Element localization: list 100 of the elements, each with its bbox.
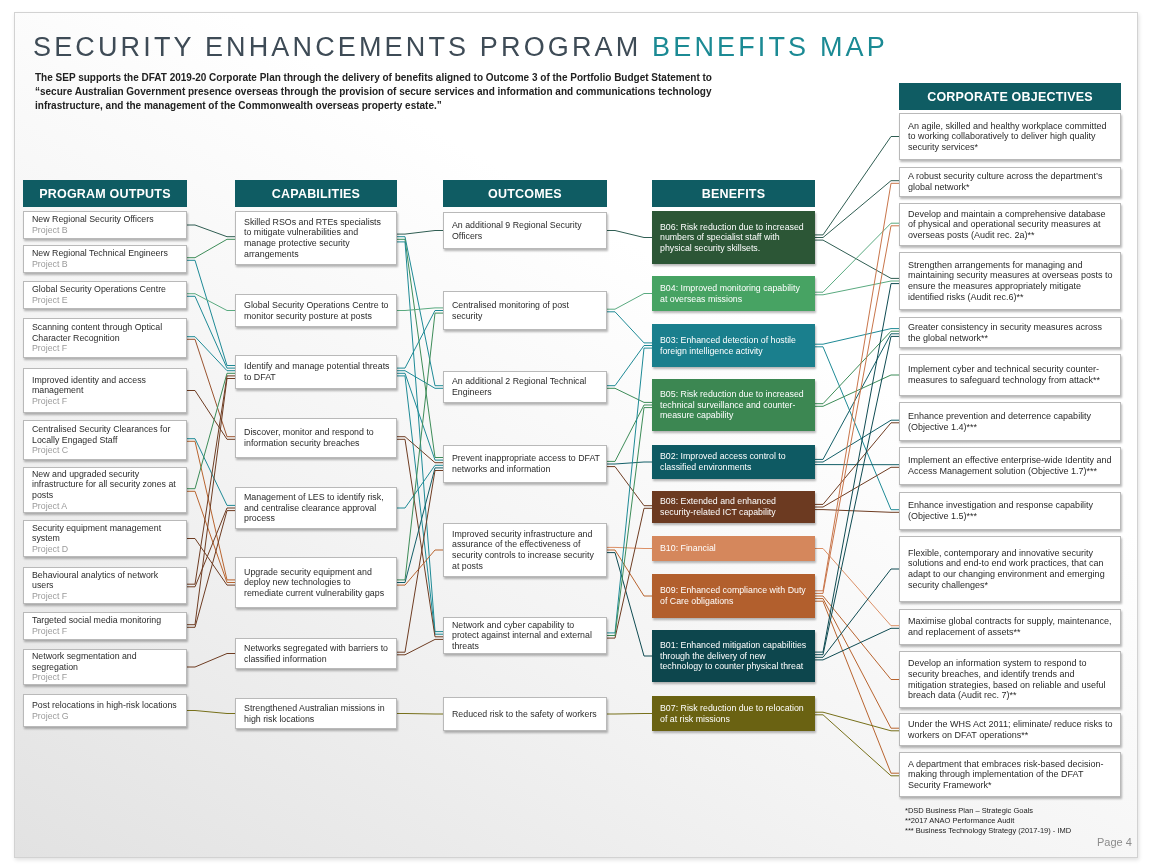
outcome-box bbox=[443, 617, 607, 654]
connector-line bbox=[396, 713, 444, 715]
project-label: Project B bbox=[32, 259, 68, 270]
benefit-text: B04: Improved monitoring capability at overseas missions bbox=[660, 282, 801, 305]
connector-line bbox=[186, 378, 236, 626]
output-title: Global Security Operations Centre bbox=[32, 284, 166, 295]
connector-line bbox=[186, 259, 236, 366]
output-box bbox=[23, 567, 187, 604]
connector-line bbox=[396, 312, 444, 581]
capability-box bbox=[235, 698, 397, 729]
objective-box bbox=[899, 713, 1121, 746]
objective-text: Maximise global contracts for supply, maintenance, and replacement of assets** bbox=[908, 616, 1113, 638]
connector-line bbox=[814, 346, 900, 511]
connector-line bbox=[186, 510, 236, 628]
project-label: Project B bbox=[32, 225, 68, 236]
output-box bbox=[23, 612, 187, 640]
project-label: Project D bbox=[32, 543, 69, 555]
connector-line bbox=[186, 293, 236, 311]
connector-line bbox=[606, 546, 653, 549]
connector-line bbox=[186, 507, 236, 588]
connector-line bbox=[606, 407, 653, 636]
objective-text: A robust security culture across the department’s global network* bbox=[908, 171, 1104, 193]
capability-box bbox=[235, 355, 397, 389]
capability-box bbox=[235, 487, 397, 529]
connector-line bbox=[396, 470, 444, 653]
benefit-text: B02: Improved access control to classified environments bbox=[660, 451, 787, 473]
connector-line bbox=[396, 307, 444, 311]
outcome-text: An additional 2 Regional Technical Engineers bbox=[452, 376, 588, 398]
connector-line bbox=[396, 310, 444, 369]
capability-text: Networks segregated with barriers to classified information bbox=[244, 642, 390, 665]
output-title: Centralised Security Clearances for Locally Engaged Staff bbox=[32, 424, 172, 446]
connector-line bbox=[606, 347, 653, 634]
connector-line bbox=[814, 222, 900, 293]
connector-line bbox=[186, 375, 236, 585]
connector-line bbox=[606, 549, 653, 597]
project-label: Project F bbox=[32, 590, 68, 602]
connector-line bbox=[396, 464, 444, 509]
output-title: Targeted social media monitoring bbox=[32, 615, 162, 626]
benefit-box bbox=[652, 324, 815, 367]
connector-line bbox=[814, 239, 900, 279]
capability-text: Management of LES to identify risk, and centralise clearance approval process bbox=[244, 492, 385, 524]
objective-text: A department that embraces risk-based decision-making through implementation of the DFAT Security Framework* bbox=[908, 758, 1105, 791]
objective-box bbox=[899, 447, 1121, 485]
objective-text: Implement cyber and technical security counter-measures to safeguard technology from attack** bbox=[908, 364, 1102, 386]
connector-line bbox=[606, 466, 653, 507]
objective-text: An agile, skilled and healthy workplace committed to working collaboratively to deliver high quality security services* bbox=[908, 120, 1108, 153]
objective-box bbox=[899, 113, 1121, 160]
capability-text: Identify and manage potential threats to DFAT bbox=[244, 361, 390, 383]
connector-line bbox=[606, 507, 653, 639]
connector-line bbox=[814, 548, 900, 627]
output-box bbox=[23, 520, 187, 557]
connector-line bbox=[186, 238, 236, 259]
outcome-text: Reduced risk to the safety of workers bbox=[452, 708, 597, 720]
benefit-text: B01: Enhanced mitigation capabilities through the delivery of new technology to counter physical threat bbox=[660, 640, 808, 672]
connector-line bbox=[186, 440, 236, 581]
connector-line bbox=[396, 372, 444, 461]
connector-line bbox=[186, 710, 236, 714]
column-heading: CORPORATE OBJECTIVES bbox=[927, 89, 1093, 104]
connector-line bbox=[396, 238, 444, 458]
benefit-box bbox=[652, 696, 815, 731]
objective-text: Greater consistency in security measures across the global network** bbox=[908, 321, 1104, 344]
connector-line bbox=[814, 328, 900, 345]
page-number: Page 4 bbox=[1097, 836, 1132, 848]
connector-line bbox=[396, 375, 444, 635]
connector-line bbox=[606, 404, 653, 462]
connector-line bbox=[814, 422, 900, 505]
connector-line bbox=[814, 333, 900, 460]
objective-box bbox=[899, 167, 1121, 197]
connector-line bbox=[814, 598, 900, 729]
capability-text: Discover, monitor and respond to information security breaches bbox=[244, 427, 375, 449]
outcome-box bbox=[443, 523, 607, 577]
outcome-text: Improved security infrastructure and assurance of the effectiveness of security controls to increase security at posts bbox=[452, 528, 595, 572]
output-title: Scanning content through Optical Character Recognition bbox=[32, 322, 164, 344]
benefit-text: B05: Risk reduction due to increased technical surveillance and counter-measure capability bbox=[660, 389, 805, 421]
objective-box bbox=[899, 752, 1121, 797]
connector-line bbox=[396, 467, 444, 583]
connector-line bbox=[396, 230, 444, 235]
column-header bbox=[443, 180, 607, 207]
connector-line bbox=[186, 295, 236, 369]
capability-box bbox=[235, 638, 397, 669]
benefit-text: B06: Risk reduction due to increased numbers of specialist staff with physical security skillsets. bbox=[660, 221, 805, 254]
connector-line bbox=[606, 230, 653, 238]
connector-line bbox=[814, 509, 900, 513]
connector-line bbox=[186, 372, 236, 490]
capability-box bbox=[235, 294, 397, 327]
objective-box bbox=[899, 492, 1121, 530]
column-heading: BENEFITS bbox=[701, 186, 766, 201]
outcome-box bbox=[443, 212, 607, 249]
project-label: Project F bbox=[32, 626, 68, 637]
connector-line bbox=[396, 638, 444, 656]
benefit-box bbox=[652, 574, 815, 618]
connector-line bbox=[396, 438, 444, 638]
output-box bbox=[23, 694, 187, 727]
connector-line bbox=[606, 293, 653, 310]
column-heading: PROGRAM OUTPUTS bbox=[39, 186, 171, 201]
output-box bbox=[23, 420, 187, 460]
connector-line bbox=[814, 595, 900, 680]
project-label: Project C bbox=[32, 445, 69, 456]
connector-line bbox=[396, 370, 444, 389]
capability-box bbox=[235, 418, 397, 458]
